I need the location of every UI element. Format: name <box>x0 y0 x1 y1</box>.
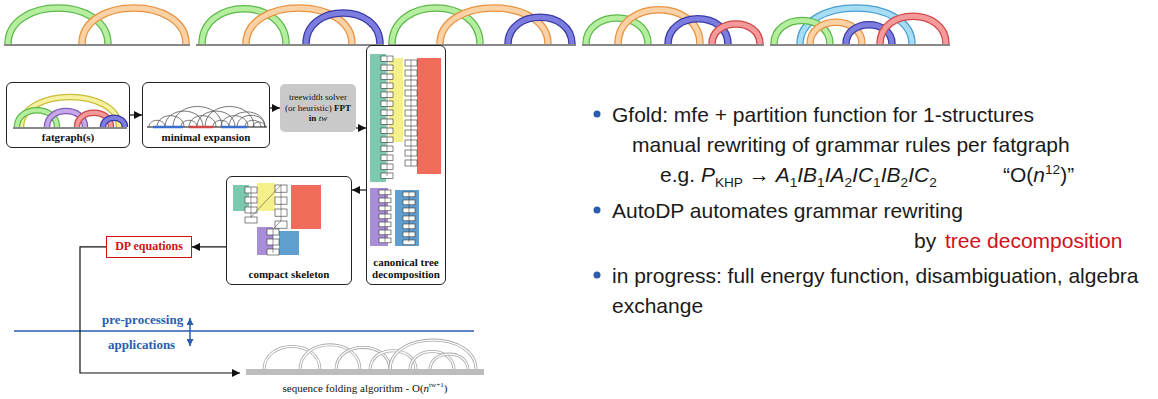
dp-box: DP equations <box>106 236 192 258</box>
flow-arrow <box>192 246 226 247</box>
arc <box>712 24 760 44</box>
arc <box>440 8 548 44</box>
skeleton-box: compact skeleton <box>226 176 352 285</box>
bullet-text: manual rewriting of grammar rules per fa… <box>632 130 1070 160</box>
flow-arrow <box>130 114 142 115</box>
arc <box>8 8 108 44</box>
arc-diagram <box>770 8 950 45</box>
section-label: applications <box>106 336 177 355</box>
backbone <box>4 45 190 46</box>
node-illustration <box>367 46 447 286</box>
flow-arrow <box>270 107 280 108</box>
arc <box>103 118 125 127</box>
arc <box>8 8 108 44</box>
folding-algorithm: sequence folding algorithm - O(ntw+1) <box>240 330 490 397</box>
arc <box>618 10 700 44</box>
box-label: sequence folding algorithm - O(ntw+1) <box>243 381 487 394</box>
arc <box>508 17 572 44</box>
tree-decomposition-box: canonical tree decomposition <box>366 45 446 285</box>
box-label: minimal expansion <box>146 131 266 144</box>
formula: e.g. PKHP → A1IB1IA2IC1IB2IC2 <box>660 160 937 193</box>
flow-arrow <box>352 189 366 190</box>
bullet-text: Gfold: mfe + partition function for 1-st… <box>612 100 1034 130</box>
backbone <box>770 45 950 46</box>
highlight-text: tree decomposition <box>945 226 1122 256</box>
backbone <box>196 45 384 46</box>
box-label: DP equations <box>110 240 188 254</box>
box-label: compact skeleton <box>230 268 348 281</box>
bullet <box>594 272 601 279</box>
arc <box>880 16 946 44</box>
flow-arrow <box>80 247 240 373</box>
arc <box>82 8 186 44</box>
complexity: “O(n12)” <box>1003 160 1074 190</box>
arc-diagram <box>196 8 384 45</box>
bullet <box>594 111 601 118</box>
flow-arrow <box>356 127 366 128</box>
arc-diagram <box>4 8 190 45</box>
section-label: pre-processing <box>100 311 185 330</box>
arc <box>82 8 186 44</box>
double-arrow <box>189 318 191 346</box>
arc <box>103 118 125 127</box>
arc <box>440 8 548 44</box>
solver-box: treewidth solver (or heuristic) FPT in t… <box>280 84 356 132</box>
box-label: fatgraph(s) <box>10 131 126 144</box>
arc <box>306 13 380 44</box>
arc <box>306 13 380 44</box>
bullet-text: by <box>914 226 936 256</box>
divider-line <box>14 330 474 331</box>
bullet-text: AutoDP automates grammar rewriting <box>612 196 963 226</box>
box-label: treewidth solver (or heuristic) FPT in t… <box>283 92 353 123</box>
box-label: canonical tree decomposition <box>370 256 442 281</box>
arc <box>712 24 760 44</box>
arc-diagram <box>388 8 576 45</box>
bullet-text: in progress: full energy function, disam… <box>612 261 1147 322</box>
bullet <box>594 207 601 214</box>
fatgraph-box: fatgraph(s) <box>6 82 130 148</box>
arc <box>618 10 700 44</box>
arc <box>800 8 912 44</box>
arc <box>508 17 572 44</box>
expansion-box: minimal expansion <box>142 82 270 148</box>
arc <box>880 16 946 44</box>
arc-diagram <box>582 10 764 45</box>
backbone <box>582 45 764 46</box>
arc <box>800 8 912 44</box>
